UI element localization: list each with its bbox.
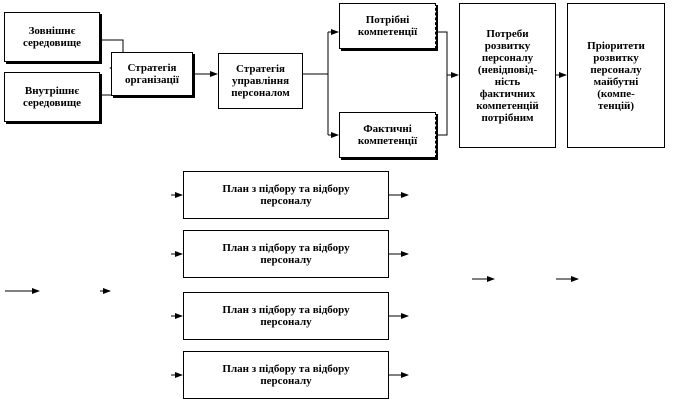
org-strategy-label: Стратегія організації <box>125 62 179 86</box>
hr-strategy-box: Стратегія управління персоналом <box>218 53 303 109</box>
development-needs-box: Потреби розвитку персоналу (невідповід- … <box>459 3 556 148</box>
development-priorities-label: Пріоритети розвитку персоналу майбутні (… <box>587 39 645 112</box>
plan-label-3: План з підбору та відбору персоналу <box>222 304 350 328</box>
external-environment-box: Зовнішнє середовище <box>4 12 100 62</box>
internal-environment-box: Внутрішнє середовище <box>4 72 100 122</box>
comp-merge-line <box>436 31 448 136</box>
external-environment-label: Зовнішнє середовище <box>23 25 81 49</box>
plan-label-1: План з підбору та відбору персоналу <box>222 183 350 207</box>
plan-box-3: План з підбору та відбору персоналу <box>183 292 389 340</box>
internal-environment-label: Внутрішнє середовище <box>23 85 81 109</box>
plan-label-4: План з підбору та відбору персоналу <box>222 363 350 387</box>
plan-box-4: План з підбору та відбору персоналу <box>183 351 389 399</box>
actual-competencies-box: Фактичні компетенції <box>339 112 436 158</box>
required-competencies-label: Потрібні компетенції <box>357 14 418 38</box>
hr-strategy-label: Стратегія управління персоналом <box>231 63 290 99</box>
plan-label-2: План з підбору та відбору персоналу <box>222 242 350 266</box>
actual-competencies-label: Фактичні компетенції <box>357 123 418 147</box>
org-strategy-box: Стратегія організації <box>111 52 193 96</box>
plan-box-1: План з підбору та відбору персоналу <box>183 171 389 219</box>
development-needs-label: Потреби розвитку персоналу (невідповід- … <box>476 27 539 124</box>
plan-box-2: План з підбору та відбору персоналу <box>183 230 389 278</box>
required-competencies-box: Потрібні компетенції <box>339 3 436 49</box>
development-priorities-box: Пріоритети розвитку персоналу майбутні (… <box>567 3 665 148</box>
